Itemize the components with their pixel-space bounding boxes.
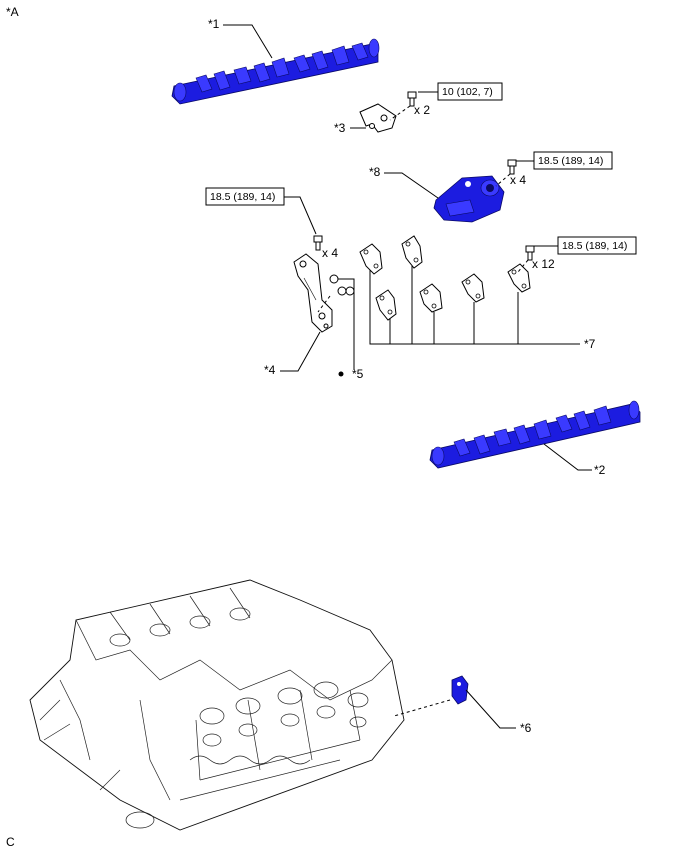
camshaft-caps-7: [359, 235, 531, 321]
cap-bolt-dashline: [517, 259, 529, 273]
leader-7: [369, 266, 580, 345]
torque-left-cap: 18.5 (189, 14): [210, 191, 275, 203]
callout-2: *2: [594, 463, 606, 477]
torque-left-cap-leader: [284, 196, 317, 235]
leader-1: [223, 24, 273, 59]
camshaft-1: [171, 38, 380, 105]
left-cap-bolt-qty: x 4: [322, 246, 338, 260]
housing-bolt: [507, 159, 517, 175]
camshaft-cap-4: [293, 253, 333, 333]
torque-housing: 18.5 (189, 14): [538, 155, 603, 167]
part-6-dashline: [393, 699, 451, 717]
bearing-housing-8: [433, 175, 505, 223]
view-label-a: *A: [6, 5, 19, 19]
o-ring-c: [345, 286, 355, 296]
leader-6: [465, 689, 516, 729]
leader-8: [384, 172, 439, 199]
callout-4: *4: [264, 363, 276, 377]
bracket-bolt-dashline: [389, 105, 411, 121]
camshaft-2: [429, 400, 641, 469]
figure-code-label: C: [6, 835, 15, 849]
torque-caps: 18.5 (189, 14): [562, 240, 627, 252]
cap-bolt-qty: x 12: [532, 257, 555, 271]
callout-3: *3: [334, 121, 346, 135]
torque-bracket: 10 (102, 7): [442, 86, 493, 98]
callout-8: *8: [369, 165, 381, 179]
bracket-bolt: [407, 91, 417, 107]
leader-5: [338, 278, 355, 370]
part-6: [451, 675, 469, 705]
non-reusable-bullet: [338, 371, 344, 377]
cylinder-head: [29, 579, 405, 831]
callout-7: *7: [584, 337, 596, 351]
leader-4: [280, 331, 321, 372]
leader-2: [543, 443, 592, 471]
bracket-bolt-qty: x 2: [414, 103, 430, 117]
callout-1: *1: [208, 17, 220, 31]
cap-bolt: [525, 245, 535, 261]
o-ring-a: [329, 274, 339, 284]
bracket-3: [359, 103, 397, 133]
o-ring-b: [337, 286, 347, 296]
left-cap-bolt: [313, 235, 323, 251]
callout-5: *5: [352, 367, 364, 381]
callout-6: *6: [520, 721, 532, 735]
housing-bolt-qty: x 4: [510, 173, 526, 187]
